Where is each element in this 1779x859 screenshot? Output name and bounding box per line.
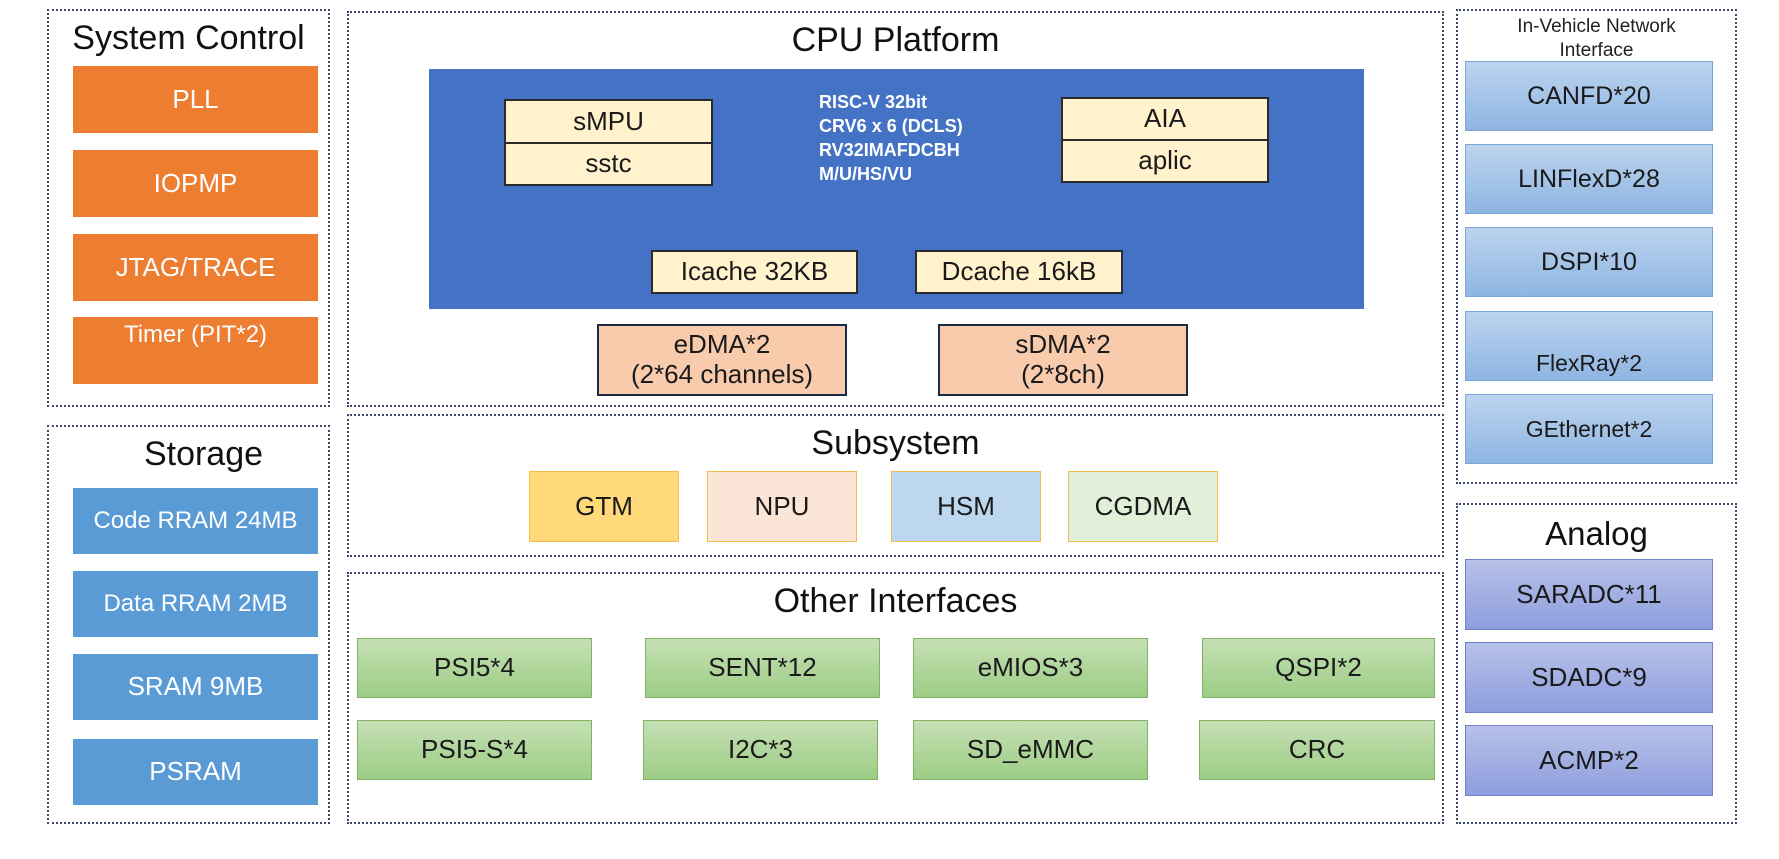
core-modes-line: M/U/HS/VU — [819, 164, 913, 184]
cgdma-block: CGDMA — [1068, 471, 1218, 542]
network-title-line2: Interface — [1559, 40, 1634, 61]
timer-block: Timer (PIT*2) — [73, 317, 318, 384]
core-count-line: CRV6 x 6 (DCLS) — [819, 116, 963, 136]
storage-title: Storage — [143, 435, 264, 473]
sdma-channels: (2*8ch) — [1021, 359, 1105, 389]
other-interfaces-panel: Other Interfaces — [347, 572, 1444, 824]
core-extensions-line: RV32IMAFDCBH — [819, 140, 960, 160]
dspi-block: DSPI*10 — [1465, 227, 1713, 297]
emios-block: eMIOS*3 — [913, 638, 1148, 698]
cpu-platform-title: CPU Platform — [791, 21, 1000, 59]
system-control-title: System Control — [72, 19, 305, 57]
crc-block: CRC — [1199, 720, 1435, 780]
subsystem-panel: Subsystem — [347, 414, 1444, 557]
sram-block: SRAM 9MB — [73, 654, 318, 720]
gethernet-block: GEthernet*2 — [1465, 394, 1713, 464]
storage-panel: Storage — [47, 425, 330, 824]
analog-title: Analog — [1545, 515, 1648, 552]
dcache-block: Dcache 16kB — [915, 250, 1123, 294]
qspi-block: QSPI*2 — [1202, 638, 1435, 698]
psram-block: PSRAM — [73, 739, 318, 805]
edma-label: eDMA*2 — [673, 329, 771, 360]
network-title-line1: In-Vehicle Network — [1517, 16, 1676, 37]
sent-block: SENT*12 — [645, 638, 880, 698]
icache-block: Icache 32KB — [651, 250, 858, 294]
flexray-block: FlexRay*2 — [1465, 311, 1713, 381]
iopmp-block: IOPMP — [73, 150, 318, 217]
npu-block: NPU — [707, 471, 857, 542]
jtag-trace-block: JTAG/TRACE — [73, 234, 318, 301]
canfd-block: CANFD*20 — [1465, 61, 1713, 131]
network-interface-title: In-Vehicle Network Interface — [1458, 15, 1735, 63]
sdma-block: sDMA*2 (2*8ch) — [938, 324, 1188, 396]
edma-block: eDMA*2 (2*64 channels) — [597, 324, 847, 396]
cpu-platform-panel: CPU Platform — [347, 11, 1444, 407]
pll-block: PLL — [73, 66, 318, 133]
sd-emmc-block: SD_eMMC — [913, 720, 1148, 780]
gtm-block: GTM — [529, 471, 679, 542]
cpu-core-description: RISC-V 32bit CRV6 x 6 (DCLS) RV32IMAFDCB… — [819, 90, 963, 186]
other-interfaces-title: Other Interfaces — [773, 582, 1018, 620]
acmp-block: ACMP*2 — [1465, 725, 1713, 796]
network-interface-panel: In-Vehicle Network Interface — [1456, 9, 1737, 484]
core-isa-line: RISC-V 32bit — [819, 92, 928, 112]
edma-channels: (2*64 channels) — [630, 359, 814, 389]
smpu-block: sMPU — [504, 99, 713, 144]
analog-panel: Analog — [1456, 503, 1737, 824]
sstc-block: sstc — [504, 142, 713, 186]
system-control-panel: System Control — [47, 9, 330, 407]
saradc-block: SARADC*11 — [1465, 559, 1713, 630]
data-rram-block: Data RRAM 2MB — [73, 571, 318, 637]
code-rram-block: Code RRAM 24MB — [73, 488, 318, 554]
psi5-block: PSI5*4 — [357, 638, 592, 698]
psi5-s-block: PSI5-S*4 — [357, 720, 592, 780]
hsm-block: HSM — [891, 471, 1041, 542]
i2c-block: I2C*3 — [643, 720, 878, 780]
aplic-block: aplic — [1061, 139, 1269, 183]
subsystem-title: Subsystem — [811, 424, 980, 462]
linflexd-block: LINFlexD*28 — [1465, 144, 1713, 214]
aia-block: AIA — [1061, 97, 1269, 141]
sdma-label: sDMA*2 — [1015, 329, 1111, 360]
sdadc-block: SDADC*9 — [1465, 642, 1713, 713]
